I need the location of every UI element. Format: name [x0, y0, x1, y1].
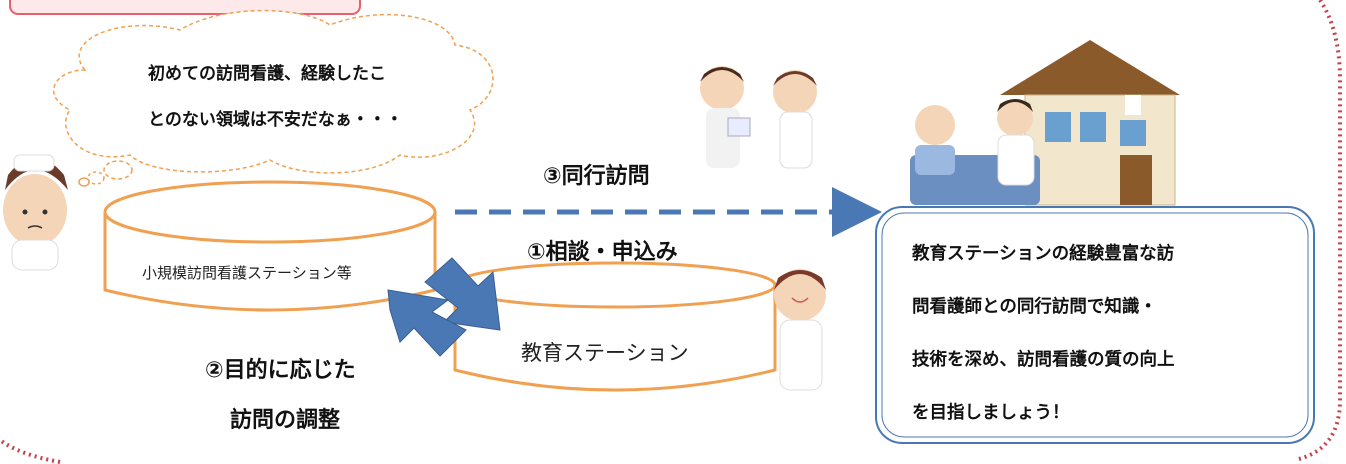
thought-dot-medium [87, 171, 105, 185]
thought-cloud [52, 9, 494, 174]
two-nurses-illustration [700, 66, 817, 169]
message-box-inner [881, 212, 1309, 438]
thought-line-2: とのない領域は不安だなぁ・・・ [148, 110, 403, 130]
step3-label: ③同行訪問 [543, 164, 650, 189]
thought-dot-large [103, 160, 133, 180]
arrow-to-small-station [387, 289, 467, 357]
message-line-1: 教育ステーションの経験豊富な訪 [912, 244, 1175, 264]
education-station-cylinder [453, 261, 777, 392]
message-box-outer [875, 206, 1315, 444]
small-station-cylinder [103, 180, 437, 312]
worried-nurse-illustration [3, 154, 68, 271]
house-illustration [1000, 40, 1180, 206]
education-station-label: 教育ステーション [521, 341, 689, 365]
arrow-to-education [424, 257, 501, 331]
small-station-label: 小規模訪問看護ステーション等 [142, 264, 352, 282]
thought-dot-small [78, 177, 90, 187]
step1-label: ①相談・申込み [527, 240, 678, 265]
message-line-2: 問看護師との同行訪問で知識・ [912, 297, 1157, 317]
smiling-nurse-illustration [774, 269, 826, 391]
step2-label-line-2: 訪問の調整 [230, 408, 341, 433]
message-line-4: を目指しましょう！ [912, 403, 1070, 423]
title-frame [9, 0, 361, 15]
patient-and-doctor-illustration [910, 99, 1040, 205]
message-line-3: 技術を深め、訪問看護の質の向上 [912, 350, 1175, 370]
thought-line-1: 初めての訪問看護、経験したこ [148, 64, 386, 84]
step2-label-line-1: ②目的に応じた [205, 358, 356, 383]
